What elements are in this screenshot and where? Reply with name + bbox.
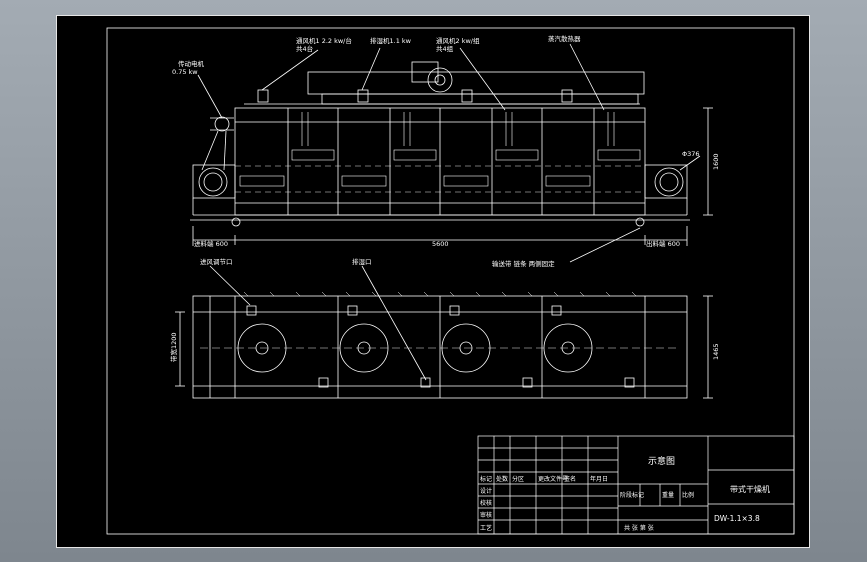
tb-row-1: 设计 [480,487,492,495]
title-block [477,435,795,535]
steam-label: 蒸汽散热器 [548,34,581,43]
fan2-label: 通风机2 kw/组 [436,36,480,45]
main-fan-label: 排湿机1.1 kw [370,36,412,45]
tb-sheet-label: 共 张 第 张 [624,524,654,532]
tb-row-4: 工艺 [480,524,492,532]
tb-mid-0: 阶段标记 [620,491,644,499]
tb-mid-1: 重量 [662,491,674,499]
air-inlet-label: 进风调节口 [200,257,233,266]
drawing-title: 示意图 [648,455,675,467]
height-dim-label: 1600 [712,153,720,170]
tb-mid-2: 比例 [682,491,694,499]
tb-header-2: 更改文件号 [538,475,568,483]
elevation-view [190,43,713,263]
product-name: 带式干燥机 [730,484,770,494]
width-outer-label: 1465 [712,343,720,360]
model-number: DW-1.1×3.8 [714,514,760,523]
tb-row-0: 标记 [480,475,492,483]
length-dim-label: 5600 [432,240,449,248]
right-pulley-icon [654,167,684,197]
tb-row-2: 校核 [480,499,492,507]
fan1-label: 通风机1 2.2 kw/台 [296,36,352,45]
plan-view [175,265,713,399]
tb-header-0: 处数 [496,475,508,483]
motor-label: 传动电机 [178,59,205,68]
diameter-label: Φ376 [682,150,700,158]
tb-header-3: 签名 [564,475,576,483]
tb-header-1: 分区 [512,475,524,483]
left-pulley-icon [198,167,228,197]
fan1-note-label: 共4台 [296,44,313,53]
inner-frame [106,27,795,535]
motor-power-label: 0.75 kw [172,68,198,76]
drive-motor-icon [214,116,230,132]
width-inner-label: 带宽1200 [169,332,178,362]
tb-header-4: 年月日 [590,475,608,483]
tb-row-3: 审核 [480,511,492,519]
exhaust-label: 排湿口 [352,257,372,266]
feed-label: 进料端 600 [194,239,228,248]
discharge-label: 出料端 600 [646,239,680,248]
fan2-note-label: 共4组 [436,44,454,53]
conveyor-note-label: 输送带 链条 两侧固定 [492,259,555,268]
fan-motor-icon [427,67,453,93]
